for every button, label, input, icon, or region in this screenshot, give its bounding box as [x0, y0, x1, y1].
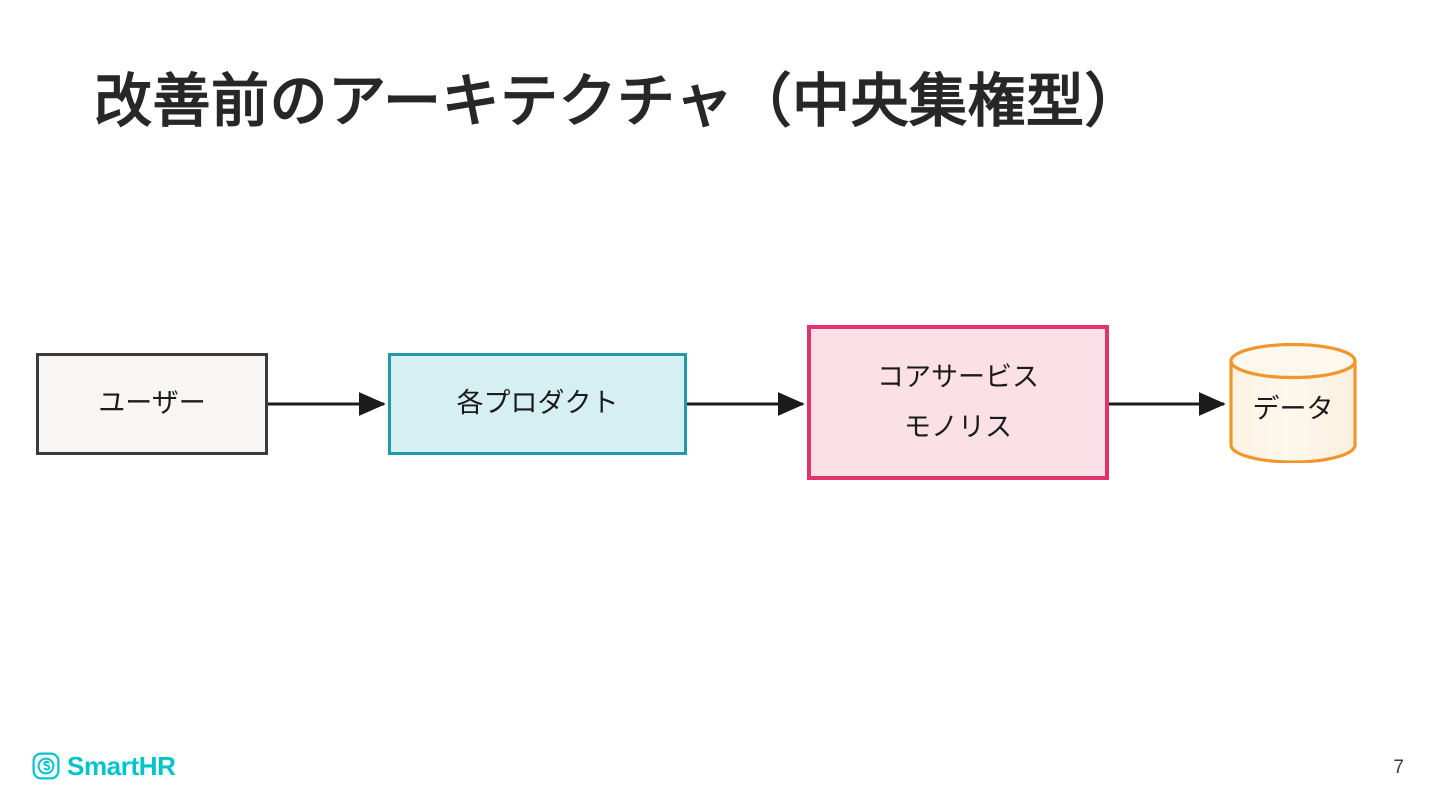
node-core-service-monolith[interactable]: コアサービス モノリス: [807, 325, 1109, 480]
smarthr-logo-icon: [32, 752, 60, 780]
node-monolith-label-line2: モノリス: [904, 411, 1012, 442]
node-products-label: 各プロダクト: [456, 388, 619, 419]
node-user[interactable]: ユーザー: [36, 353, 268, 455]
node-products[interactable]: 各プロダクト: [388, 353, 687, 455]
node-data-store[interactable]: データ: [1228, 343, 1358, 463]
database-cylinder-icon: [1229, 343, 1357, 463]
brand-footer: SmartHR: [32, 751, 176, 781]
node-monolith-label-line1: コアサービス: [877, 362, 1039, 393]
page-number: 7: [1393, 757, 1404, 778]
node-data-store-label: データ: [1252, 394, 1334, 425]
page-title: 改善前のアーキテクチャ（中央集権型）: [94, 69, 1143, 134]
node-user-label: ユーザー: [98, 388, 206, 419]
brand-name: SmartHR: [67, 751, 176, 781]
